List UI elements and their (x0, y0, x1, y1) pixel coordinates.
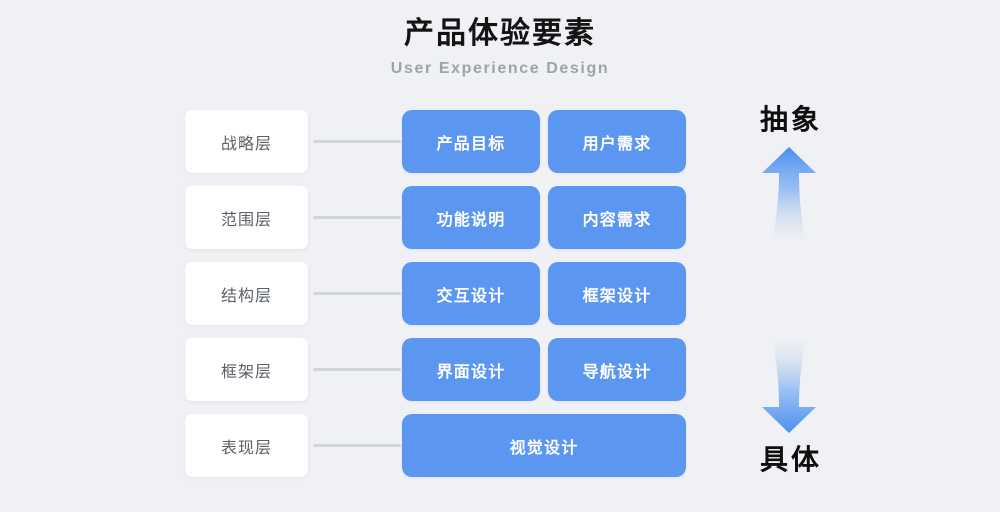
layer-label-text: 范围层 (220, 211, 272, 229)
layer-row: 表现层 视觉设计 (0, 414, 1000, 477)
layer-label-text: 战略层 (220, 135, 272, 153)
element-card-label: 视觉设计 (509, 439, 579, 457)
layer-row: 战略层 产品目标 用户需求 (0, 110, 1000, 173)
element-card[interactable]: 产品目标 (402, 110, 540, 173)
element-card-label: 框架设计 (582, 287, 652, 305)
element-card[interactable]: 功能说明 (402, 186, 540, 249)
element-card-group: 产品目标 用户需求 (402, 110, 686, 173)
layer-label-card[interactable]: 战略层 (185, 110, 308, 173)
element-card-label: 内容需求 (582, 211, 652, 229)
element-card-label: 导航设计 (582, 363, 652, 381)
axis-label-abstract: 抽象 (759, 104, 822, 135)
element-card[interactable]: 视觉设计 (402, 414, 686, 477)
arrow-down-icon (758, 338, 820, 435)
layer-label-text: 表现层 (220, 439, 272, 457)
page-subtitle: User Experience Design (390, 59, 610, 77)
connector-line (313, 368, 401, 371)
layer-label-card[interactable]: 范围层 (185, 186, 308, 249)
connector-line (313, 292, 401, 295)
layer-label-text: 结构层 (220, 287, 272, 305)
layer-rows: 战略层 产品目标 用户需求范围层 功能说明 内容需求结构层 交互设计 框架设计框架层 界面设计… (0, 110, 1000, 490)
connector-line (313, 444, 401, 447)
layer-label-text: 框架层 (220, 363, 272, 381)
layer-row: 框架层 界面设计 导航设计 (0, 338, 1000, 401)
element-card-label: 功能说明 (436, 211, 506, 229)
connector-line (313, 216, 401, 219)
element-card-group: 视觉设计 (402, 414, 686, 477)
element-card[interactable]: 交互设计 (402, 262, 540, 325)
page-header: 产品体验要素 User Experience Design (0, 14, 1000, 79)
layer-row: 结构层 交互设计 框架设计 (0, 262, 1000, 325)
axis-label-concrete: 具体 (759, 444, 822, 475)
element-card-group: 交互设计 框架设计 (402, 262, 686, 325)
element-card[interactable]: 导航设计 (548, 338, 686, 401)
page-title: 产品体验要素 (404, 17, 596, 50)
element-card[interactable]: 框架设计 (548, 262, 686, 325)
element-card-group: 界面设计 导航设计 (402, 338, 686, 401)
layer-label-card[interactable]: 表现层 (185, 414, 308, 477)
element-card-label: 界面设计 (436, 363, 506, 381)
layer-row: 范围层 功能说明 内容需求 (0, 186, 1000, 249)
element-card-label: 产品目标 (436, 135, 506, 153)
element-card-group: 功能说明 内容需求 (402, 186, 686, 249)
element-card-label: 用户需求 (582, 135, 652, 153)
element-card[interactable]: 用户需求 (548, 110, 686, 173)
element-card-label: 交互设计 (436, 287, 506, 305)
abstraction-axis: 抽象 (726, 90, 856, 490)
layer-label-card[interactable]: 框架层 (185, 338, 308, 401)
element-card[interactable]: 界面设计 (402, 338, 540, 401)
connector-line (313, 140, 401, 143)
layer-label-card[interactable]: 结构层 (185, 262, 308, 325)
element-card[interactable]: 内容需求 (548, 186, 686, 249)
arrow-up-icon (758, 145, 820, 242)
